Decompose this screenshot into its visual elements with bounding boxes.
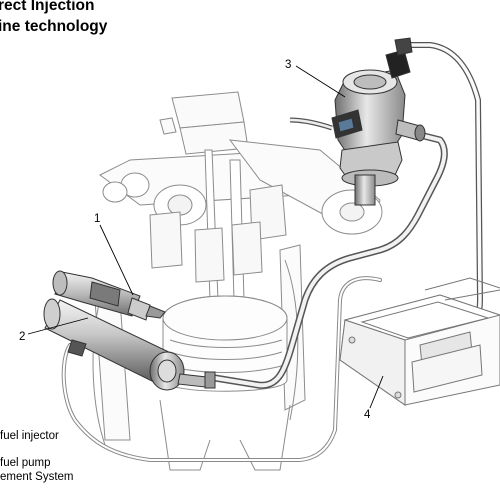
fuel-injector [52, 270, 166, 321]
legend-item-2: fuel pump [0, 457, 51, 469]
high-pressure-fuel-line [61, 42, 483, 462]
diagram-title-line-2: ine technology [0, 18, 108, 35]
engine-block-outline [92, 91, 383, 471]
callout-3: 3 [285, 59, 291, 71]
engine-control-unit [339, 277, 500, 406]
high-pressure-fuel-pump [289, 37, 426, 206]
callout-leaders [27, 65, 384, 409]
legend-item-1: fuel injector [0, 430, 59, 442]
diagram-title-line-1: rect Injection [0, 0, 95, 14]
callout-4: 4 [364, 409, 371, 421]
legend-item-3: ement System [0, 471, 74, 483]
callout-2: 2 [19, 331, 25, 343]
callout-1: 1 [94, 213, 100, 225]
